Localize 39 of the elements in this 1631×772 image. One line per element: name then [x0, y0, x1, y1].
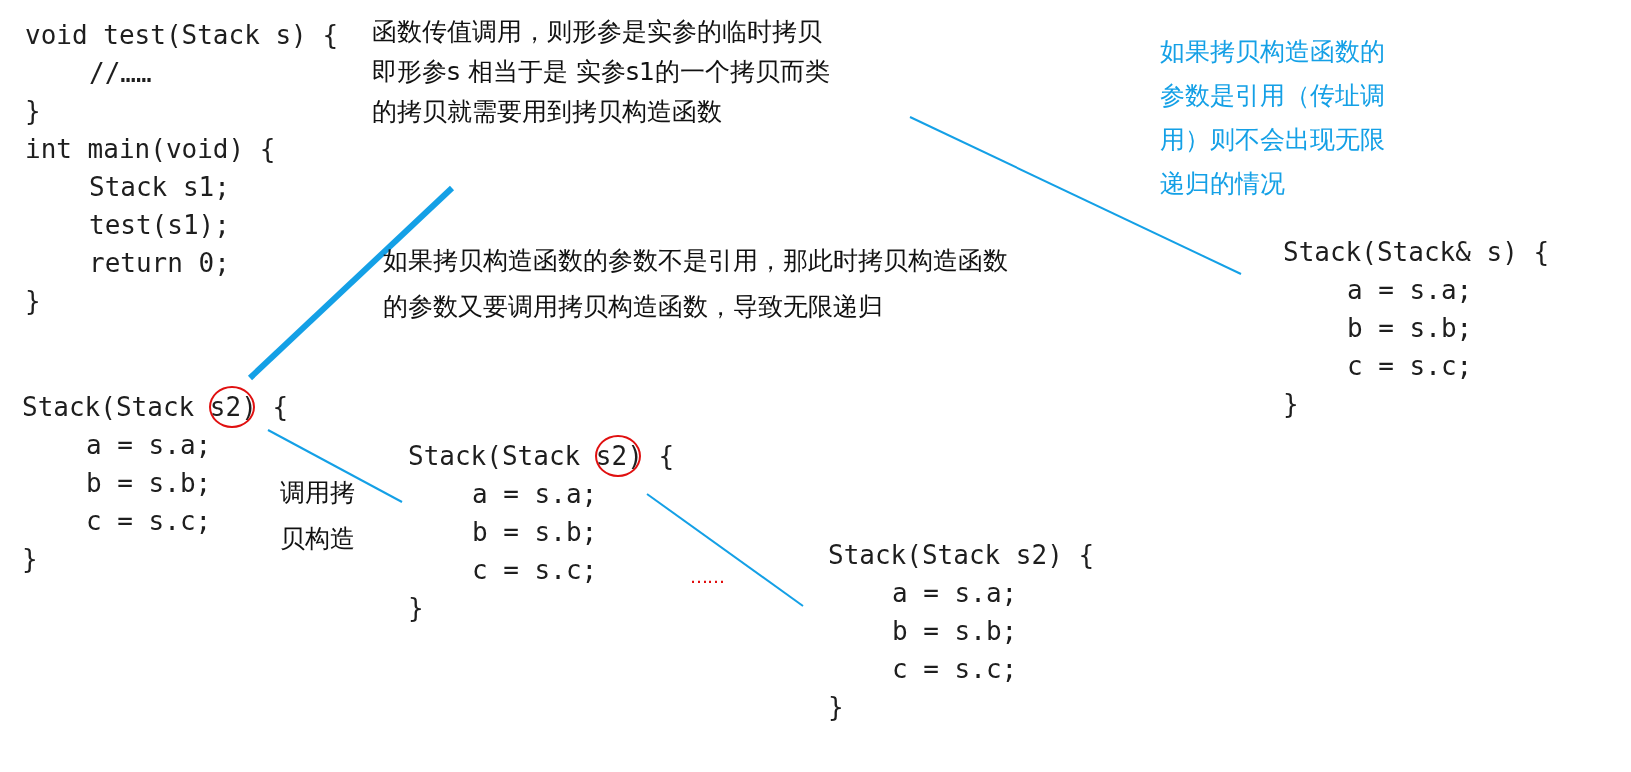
- code-line: c = s.c;: [471, 554, 598, 587]
- code-line: c = s.c;: [891, 653, 1018, 686]
- code-line: //……: [88, 57, 152, 90]
- code-line: a = s.a;: [471, 478, 598, 511]
- code-line: b = s.b;: [891, 615, 1018, 648]
- code-line: }: [1283, 388, 1299, 421]
- code-line: Stack(Stack& s) {: [1283, 236, 1550, 269]
- code-line: test(s1);: [88, 209, 230, 242]
- connector-line: [909, 116, 1242, 275]
- note-text: 调用拷贝构造: [280, 477, 356, 555]
- code-line: Stack(Stack s2) {: [22, 391, 289, 424]
- code-line: a = s.a;: [891, 577, 1018, 610]
- note-text: 如果拷贝构造函数的参数是引用（传址调用）则不会出现无限递归的情况: [1160, 36, 1386, 200]
- code-line: b = s.b;: [471, 516, 598, 549]
- note-text: 如果拷贝构造函数的参数不是引用，那此时拷贝构造函数的参数又要调用拷贝构造函数，导致无限递归: [383, 245, 1009, 323]
- code-line: void test(Stack s) {: [25, 19, 339, 52]
- note-text: 函数传值调用，则形参是实参的临时拷贝即形参s 相当于是 实参s1的一个拷贝而类的拷贝就需要用到拷贝构造函数: [372, 12, 842, 132]
- code-line: }: [25, 285, 41, 318]
- code-line: }: [828, 691, 844, 724]
- code-line: c = s.c;: [85, 505, 212, 538]
- code-line: b = s.b;: [1346, 312, 1473, 345]
- ellipsis-mark: ……: [690, 565, 724, 589]
- connector-line: [646, 493, 804, 607]
- code-line: }: [25, 95, 41, 128]
- connector-line: [247, 185, 455, 381]
- code-line: a = s.a;: [85, 429, 212, 462]
- code-line: c = s.c;: [1346, 350, 1473, 383]
- code-line: return 0;: [88, 247, 230, 280]
- code-line: }: [22, 543, 38, 576]
- code-line: Stack(Stack s2) {: [828, 539, 1095, 572]
- code-line: a = s.a;: [1346, 274, 1473, 307]
- code-line: b = s.b;: [85, 467, 212, 500]
- highlight-circle: [209, 386, 255, 428]
- code-line: Stack(Stack s2) {: [408, 440, 675, 473]
- connector-line: [267, 429, 403, 503]
- highlight-circle: [595, 435, 641, 477]
- code-line: }: [408, 592, 424, 625]
- code-line: Stack s1;: [88, 171, 230, 204]
- code-line: int main(void) {: [25, 133, 276, 166]
